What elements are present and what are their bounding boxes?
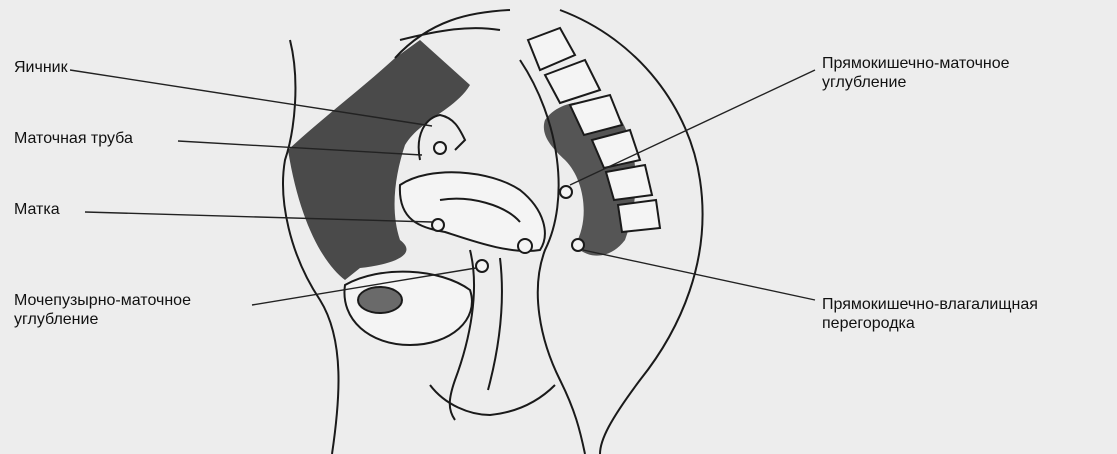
label-rectouterine-pouch: Прямокишечно-маточное углубление: [822, 54, 1010, 92]
label-vesicouterine-pouch-line1: Мочепузырно-маточное: [14, 291, 191, 310]
rectouterine-marker: [560, 186, 572, 198]
perineum: [430, 385, 555, 415]
label-vesicouterine-pouch-line2: углубление: [14, 310, 191, 329]
label-rectovaginal-septum: Прямокишечно-влагалищная перегородка: [822, 295, 1038, 333]
label-rectovaginal-septum-line2: перегородка: [822, 314, 1038, 333]
label-vesicouterine-pouch: Мочепузырно-маточное углубление: [14, 291, 191, 329]
label-fallopian-tube: Маточная труба: [14, 129, 133, 148]
cervix-marker: [518, 239, 532, 253]
pubic-symphysis: [358, 287, 402, 313]
ovary-marker: [434, 142, 446, 154]
label-rectouterine-pouch-line2: углубление: [822, 73, 1010, 92]
label-ovary: Яичник: [14, 58, 68, 77]
anterior-cavity-shading: [288, 40, 470, 280]
uterus-marker: [432, 219, 444, 231]
label-rectouterine-pouch-line1: Прямокишечно-маточное: [822, 54, 1010, 73]
vesico-marker: [476, 260, 488, 272]
septum-marker: [572, 239, 584, 251]
label-uterus: Матка: [14, 200, 60, 219]
label-rectovaginal-septum-line1: Прямокишечно-влагалищная: [822, 295, 1038, 314]
vagina: [450, 250, 502, 420]
